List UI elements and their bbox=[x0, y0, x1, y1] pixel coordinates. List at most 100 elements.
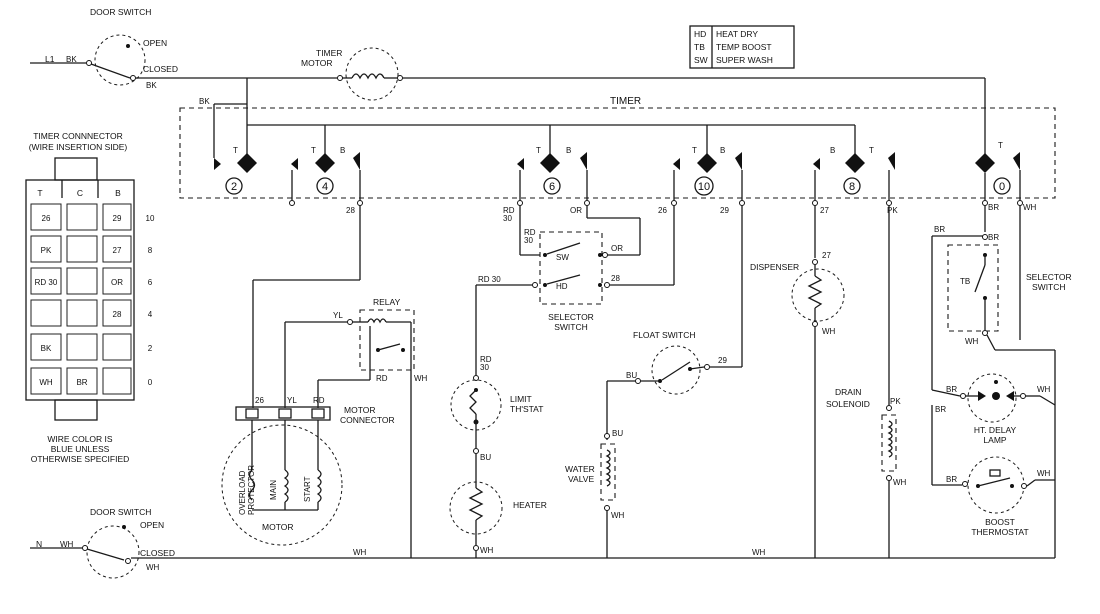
connector-note-3: OTHERWISE SPECIFIED bbox=[31, 454, 130, 464]
ht-delay-lamp: BR BR WH HT. DELAY LAMP bbox=[931, 373, 1056, 445]
selector-switch-center-label-1: SELECTOR bbox=[548, 312, 594, 322]
timer-circuit-6: 6 bbox=[549, 181, 555, 193]
timer-connector: TIMER CONNNECTOR (WIRE INSERTION SIDE) T… bbox=[25, 131, 155, 464]
svg-text:WH: WH bbox=[822, 327, 836, 336]
selector-switch-center-label-2: SWITCH bbox=[554, 322, 588, 332]
svg-text:T: T bbox=[536, 146, 541, 155]
svg-text:B: B bbox=[720, 146, 725, 155]
boost-label-2: THERMOSTAT bbox=[971, 527, 1028, 537]
selector-switch-right-label-2: SWITCH bbox=[1032, 282, 1066, 292]
door-switch-top-closed: CLOSED bbox=[143, 64, 178, 74]
dispenser-label: DISPENSER bbox=[750, 262, 799, 272]
timer-outline bbox=[179, 107, 1056, 199]
legend: HD HEAT DRY TB TEMP BOOST SW SUPER WASH bbox=[689, 25, 795, 69]
svg-text:T: T bbox=[869, 146, 874, 155]
svg-text:10: 10 bbox=[146, 214, 155, 223]
svg-text:27: 27 bbox=[113, 246, 122, 255]
water-valve-label-2: VALVE bbox=[568, 474, 594, 484]
door-switch-top-title: DOOR SWITCH bbox=[90, 7, 151, 17]
timer-circuit-0: 0 bbox=[999, 181, 1005, 193]
float-switch: 29 FLOAT SWITCH BU bbox=[606, 206, 743, 440]
svg-text:28: 28 bbox=[611, 274, 620, 283]
door-switch-top-open: OPEN bbox=[143, 38, 167, 48]
svg-text:TB: TB bbox=[960, 277, 970, 286]
drain-label-1: DRAIN bbox=[835, 387, 861, 397]
neutral-wire-label-2: WH bbox=[752, 548, 766, 557]
svg-text:29: 29 bbox=[718, 356, 727, 365]
svg-text:T: T bbox=[311, 146, 316, 155]
svg-text:WH: WH bbox=[611, 511, 625, 520]
relay-title: RELAY bbox=[373, 297, 401, 307]
motor-title: MOTOR bbox=[262, 522, 293, 532]
svg-text:8: 8 bbox=[148, 246, 153, 255]
svg-text:27: 27 bbox=[822, 251, 831, 260]
svg-text:C: C bbox=[77, 188, 83, 198]
timer-circuit-10: 10 bbox=[698, 181, 710, 193]
svg-text:6: 6 bbox=[148, 278, 153, 287]
legend-meaning-tb: TEMP BOOST bbox=[716, 42, 772, 52]
timer-circuit-2-badge bbox=[225, 177, 243, 195]
limit-label-2: TH'STAT bbox=[510, 404, 543, 414]
motor-connector-label-1: MOTOR bbox=[344, 405, 375, 415]
svg-text:RD 30: RD 30 bbox=[478, 275, 501, 284]
connector-row-8: PK 27 8 bbox=[30, 235, 153, 263]
connector-title-1: TIMER CONNNECTOR bbox=[33, 131, 123, 141]
heater-label: HEATER bbox=[513, 500, 547, 510]
timer-feed-wire: BK bbox=[199, 97, 210, 106]
water-valve: BU WH WATER VALVE bbox=[565, 429, 625, 558]
overload-label-1: OVERLOAD bbox=[238, 470, 247, 515]
svg-text:OR: OR bbox=[570, 206, 582, 215]
selector-switch-right-label-1: SELECTOR bbox=[1026, 272, 1072, 282]
door-switch-bottom-open: OPEN bbox=[140, 520, 164, 530]
svg-text:WH: WH bbox=[414, 374, 428, 383]
svg-text:RD: RD bbox=[376, 374, 388, 383]
legend-abbr-tb: TB bbox=[694, 42, 705, 52]
svg-text:BR: BR bbox=[946, 475, 957, 484]
svg-text:30: 30 bbox=[524, 236, 533, 245]
svg-text:BR: BR bbox=[988, 233, 999, 242]
svg-text:B: B bbox=[830, 146, 835, 155]
timer-circuit-2: 2 bbox=[231, 181, 237, 193]
timer: TIMER BK T 2 T B 4 T B bbox=[179, 78, 1056, 206]
svg-text:BU: BU bbox=[612, 429, 623, 438]
svg-text:BK: BK bbox=[41, 344, 52, 353]
motor-main-label: MAIN bbox=[269, 480, 278, 500]
float-switch-label: FLOAT SWITCH bbox=[633, 330, 696, 340]
legend-border bbox=[689, 25, 795, 69]
connector-row-2: BK 2 bbox=[30, 333, 153, 361]
timer-title: TIMER bbox=[610, 96, 641, 107]
svg-text:T: T bbox=[692, 146, 697, 155]
svg-text:B: B bbox=[566, 146, 571, 155]
svg-text:WH: WH bbox=[1037, 469, 1051, 478]
svg-text:PK: PK bbox=[890, 397, 901, 406]
svg-text:B: B bbox=[340, 146, 345, 155]
motor-connector-label-2: CONNECTOR bbox=[340, 415, 395, 425]
connector-note-1: WIRE COLOR IS bbox=[47, 434, 113, 444]
svg-text:WH: WH bbox=[1037, 385, 1051, 394]
svg-text:T: T bbox=[233, 146, 238, 155]
line-n-label: N bbox=[36, 539, 42, 549]
timer-wire-labels: 28 RD 30 OR 26 29 27 PK BR WH bbox=[346, 203, 1037, 223]
door-switch-bottom: DOOR SWITCH OPEN CLOSED N WH WH WH WH bbox=[30, 507, 1055, 579]
door-switch-bottom-closed: CLOSED bbox=[140, 548, 175, 558]
timer-motor-label-1: TIMER bbox=[316, 48, 342, 58]
door-switch-bottom-wire-in: WH bbox=[60, 540, 74, 549]
svg-text:BU: BU bbox=[480, 453, 491, 462]
legend-meaning-hd: HEAT DRY bbox=[716, 29, 758, 39]
svg-text:PK: PK bbox=[887, 206, 898, 215]
svg-text:4: 4 bbox=[148, 310, 153, 319]
water-valve-label-1: WATER bbox=[565, 464, 595, 474]
svg-text:0: 0 bbox=[148, 378, 153, 387]
svg-text:27: 27 bbox=[820, 206, 829, 215]
svg-text:26: 26 bbox=[658, 206, 667, 215]
svg-text:B: B bbox=[115, 188, 121, 198]
timer-motor-label-2: MOTOR bbox=[301, 58, 332, 68]
svg-text:RD: RD bbox=[480, 355, 492, 364]
boost-thermostat: BR WH BOOST THERMOSTAT bbox=[931, 405, 1055, 537]
door-switch-top-wire-in: BK bbox=[66, 55, 77, 64]
svg-text:T: T bbox=[37, 188, 42, 198]
svg-text:WH: WH bbox=[965, 337, 979, 346]
svg-text:26: 26 bbox=[255, 396, 264, 405]
boost-label-1: BOOST bbox=[985, 517, 1015, 527]
